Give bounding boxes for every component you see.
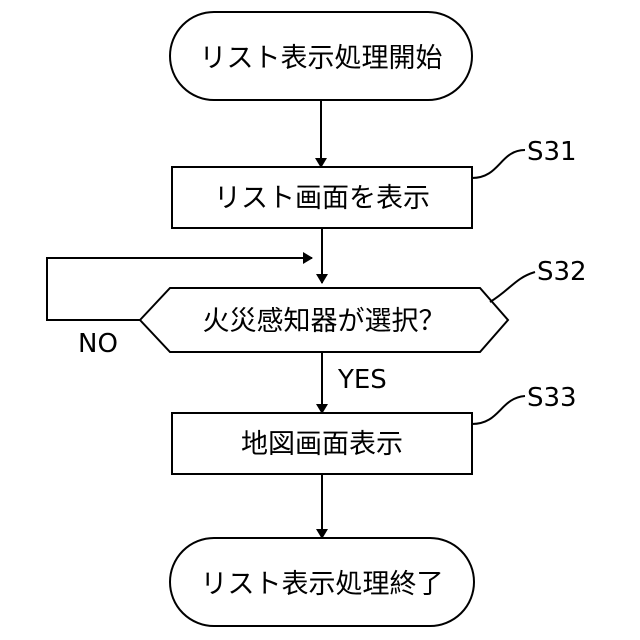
step-id-s31: S31 <box>527 137 577 167</box>
no-branch-label: NO <box>78 329 118 359</box>
process-s31-label: リスト画面を表示 <box>214 183 430 214</box>
end-terminal-label: リスト表示処理終了 <box>201 569 444 600</box>
s33-leader-line <box>472 396 525 424</box>
end-terminal: リスト表示処理終了 <box>170 538 474 626</box>
decision-s32: 火災感知器が選択？ <box>140 288 508 352</box>
step-id-s33: S33 <box>527 383 577 413</box>
process-s33-label: 地図画面表示 <box>241 429 403 460</box>
s31-leader-line <box>472 150 525 178</box>
process-s33: 地図画面表示 <box>172 413 472 474</box>
process-s31: リスト画面を表示 <box>172 167 472 228</box>
step-id-s32: S32 <box>537 257 587 287</box>
decision-s32-label: 火災感知器が選択？ <box>203 306 446 337</box>
s32-leader-line <box>490 272 535 302</box>
yes-branch-label: YES <box>337 365 387 395</box>
start-terminal-label: リスト表示処理開始 <box>200 43 443 74</box>
start-terminal: リスト表示処理開始 <box>170 12 472 100</box>
